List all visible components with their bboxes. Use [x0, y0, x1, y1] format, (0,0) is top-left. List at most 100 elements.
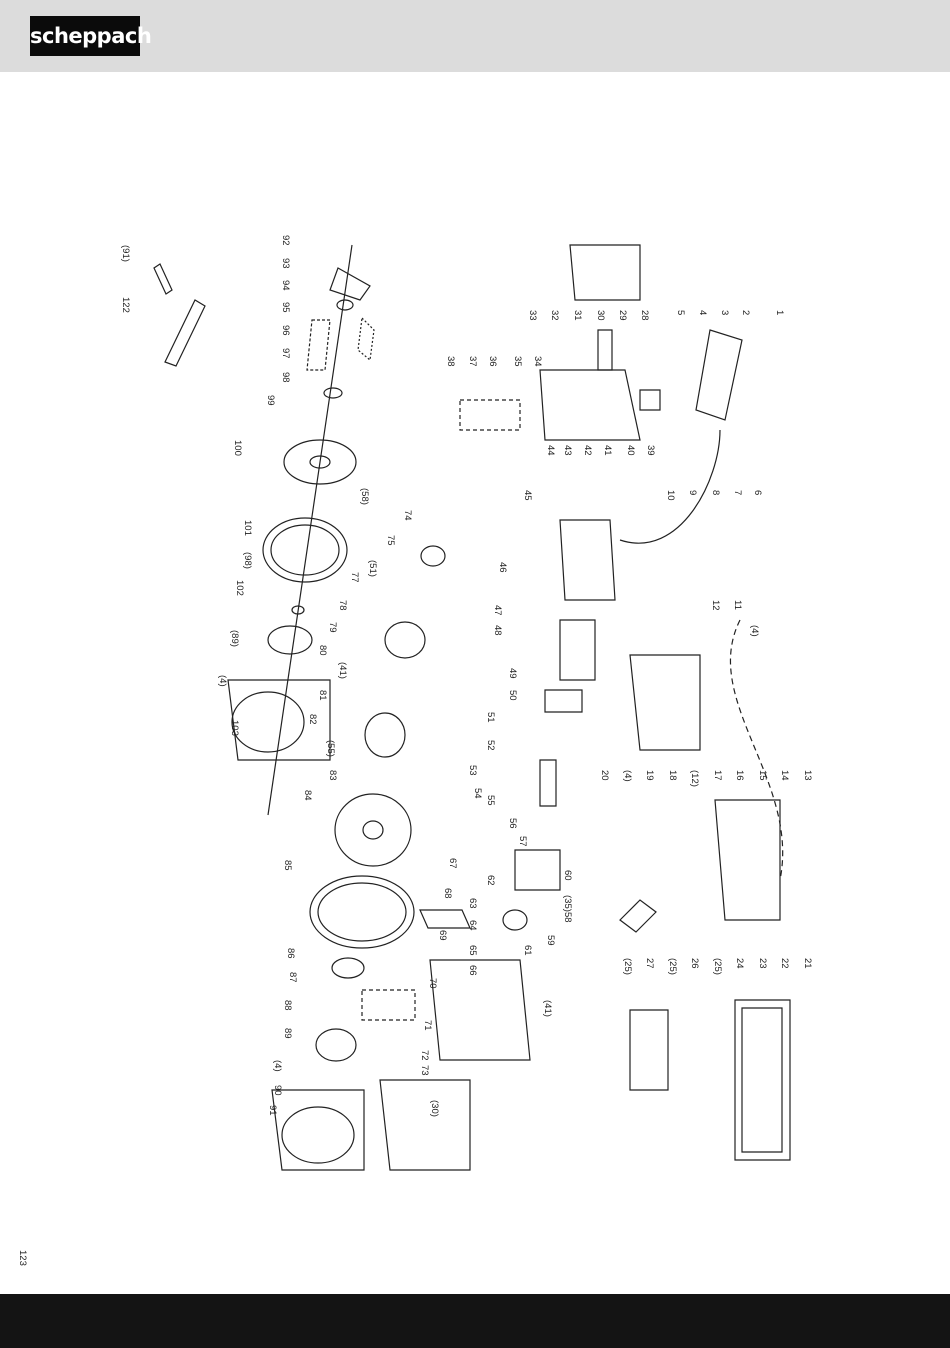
part-number-label: 32 [549, 310, 560, 321]
part-20-plug [619, 899, 657, 933]
part-number-label: 8 [710, 490, 721, 495]
part-number-label: 75 [385, 535, 396, 546]
part-number-label: 28 [639, 310, 650, 321]
part-number-label: 59 [545, 935, 556, 946]
part-number-label: (91) [120, 245, 131, 262]
brand-logo: scheppach [30, 16, 152, 56]
part-number-label: 2 [740, 310, 751, 315]
part-number-label: 56 [507, 818, 518, 829]
part-29-spring [597, 329, 613, 371]
part-number-label: 103 [229, 720, 240, 736]
part-number-label: (51) [367, 560, 378, 577]
part-number-label: 85 [282, 860, 293, 871]
part-number-label: (12) [689, 770, 700, 787]
part-85-tire [309, 875, 415, 949]
part-number-label: 43 [562, 445, 573, 456]
part-13-frame [714, 799, 781, 921]
part-number-label: 11 [732, 600, 743, 610]
part-number-label: 17 [712, 770, 723, 781]
part-number-label: 40 [625, 445, 636, 456]
part-number-label: 33 [527, 310, 538, 321]
part-33-housing [539, 369, 641, 441]
part-number-label: (89) [229, 630, 240, 647]
part-number-label: 15 [757, 770, 768, 781]
part-21-blade [734, 999, 791, 1161]
part-90-cover-opening [281, 1106, 355, 1164]
header-bar: scheppach [0, 0, 950, 72]
part-number-label: (41) [337, 662, 348, 679]
part-92 [329, 267, 371, 301]
part-number-label: 68 [442, 888, 453, 899]
part-number-label: 101 [242, 520, 253, 536]
part-number-label: 98 [280, 372, 291, 383]
part-number-label: 97 [280, 348, 291, 359]
part-number-label: 50 [507, 690, 518, 701]
part-number-label: (4) [749, 625, 760, 637]
part-number-label: 23 [757, 958, 768, 969]
part-46-field [559, 619, 596, 681]
part-number-label: 55 [485, 795, 496, 806]
part-57-gear-plate [514, 849, 561, 891]
part-30-handle-guard [569, 244, 641, 301]
part-number-label: 49 [507, 668, 518, 679]
part-90-cover [271, 1089, 365, 1171]
part-25-bar [629, 1009, 669, 1091]
part-number-label: 62 [485, 875, 496, 886]
part-number-label: 87 [287, 972, 298, 983]
axis-line-left [267, 244, 353, 816]
part-number-label: 81 [317, 690, 328, 701]
part-5-bracket [639, 389, 661, 411]
part-number-label: 41 [602, 445, 613, 456]
part-number-label: 5 [675, 310, 686, 315]
part-number-label: 92 [280, 235, 291, 246]
part-number-label: 64 [467, 920, 478, 931]
part-103-cover-opening [231, 691, 305, 753]
part-number-label: 48 [492, 625, 503, 636]
part-number-label: 22 [779, 958, 790, 969]
part-number-label: 3 [719, 310, 730, 315]
power-cord [619, 429, 721, 544]
part-number-label: (30) [429, 1100, 440, 1117]
part-60-gear [502, 909, 528, 931]
part-number-label: 72 [419, 1050, 430, 1061]
group-88 [361, 989, 416, 1021]
part-77-gear [384, 621, 426, 659]
part-101-tire-inner [270, 524, 340, 576]
part-number-label: 99 [265, 395, 276, 406]
part-number-label: 35 [512, 356, 523, 367]
part-number-label: 84 [302, 790, 313, 801]
part-number-label: 74 [402, 510, 413, 521]
part-spring-right [357, 316, 375, 362]
part-number-label: 18 [667, 770, 678, 781]
part-number-label: 36 [487, 356, 498, 367]
part-number-label: 52 [485, 740, 496, 751]
part-number-label: (58) [359, 488, 370, 505]
part-number-label: (25) [712, 958, 723, 975]
part-101-tire [262, 517, 348, 583]
part-number-label: 83 [327, 770, 338, 781]
part-number-label: 82 [307, 714, 318, 725]
part-123-hex-key [164, 299, 206, 367]
part-2-handle [695, 329, 743, 421]
part-85-tire-inner [317, 882, 407, 942]
part-number-label: 100 [232, 440, 243, 456]
part-number-label: 47 [492, 605, 503, 616]
part-number-label: (35) [562, 895, 573, 912]
part-21-blade-inner [741, 1007, 783, 1153]
part-number-label: 12 [710, 600, 721, 611]
part-number-label: (4) [622, 770, 633, 782]
group-35-38 [459, 399, 521, 431]
part-number-label: (4) [272, 1060, 283, 1072]
part-number-label: 96 [280, 325, 291, 336]
part-95-spring [306, 319, 331, 371]
part-number-label: (98) [242, 552, 253, 569]
part-number-label: 78 [337, 600, 348, 611]
part-72-cover [379, 1079, 471, 1171]
part-number-label: 46 [497, 562, 508, 573]
part-52-armature [539, 759, 557, 807]
part-number-label: 77 [349, 572, 360, 583]
part-number-label: 29 [617, 310, 628, 321]
part-number-label: 6 [752, 490, 763, 495]
part-labels: 123456789101112(4)1314151617(12)1819(4)2… [17, 235, 813, 1266]
